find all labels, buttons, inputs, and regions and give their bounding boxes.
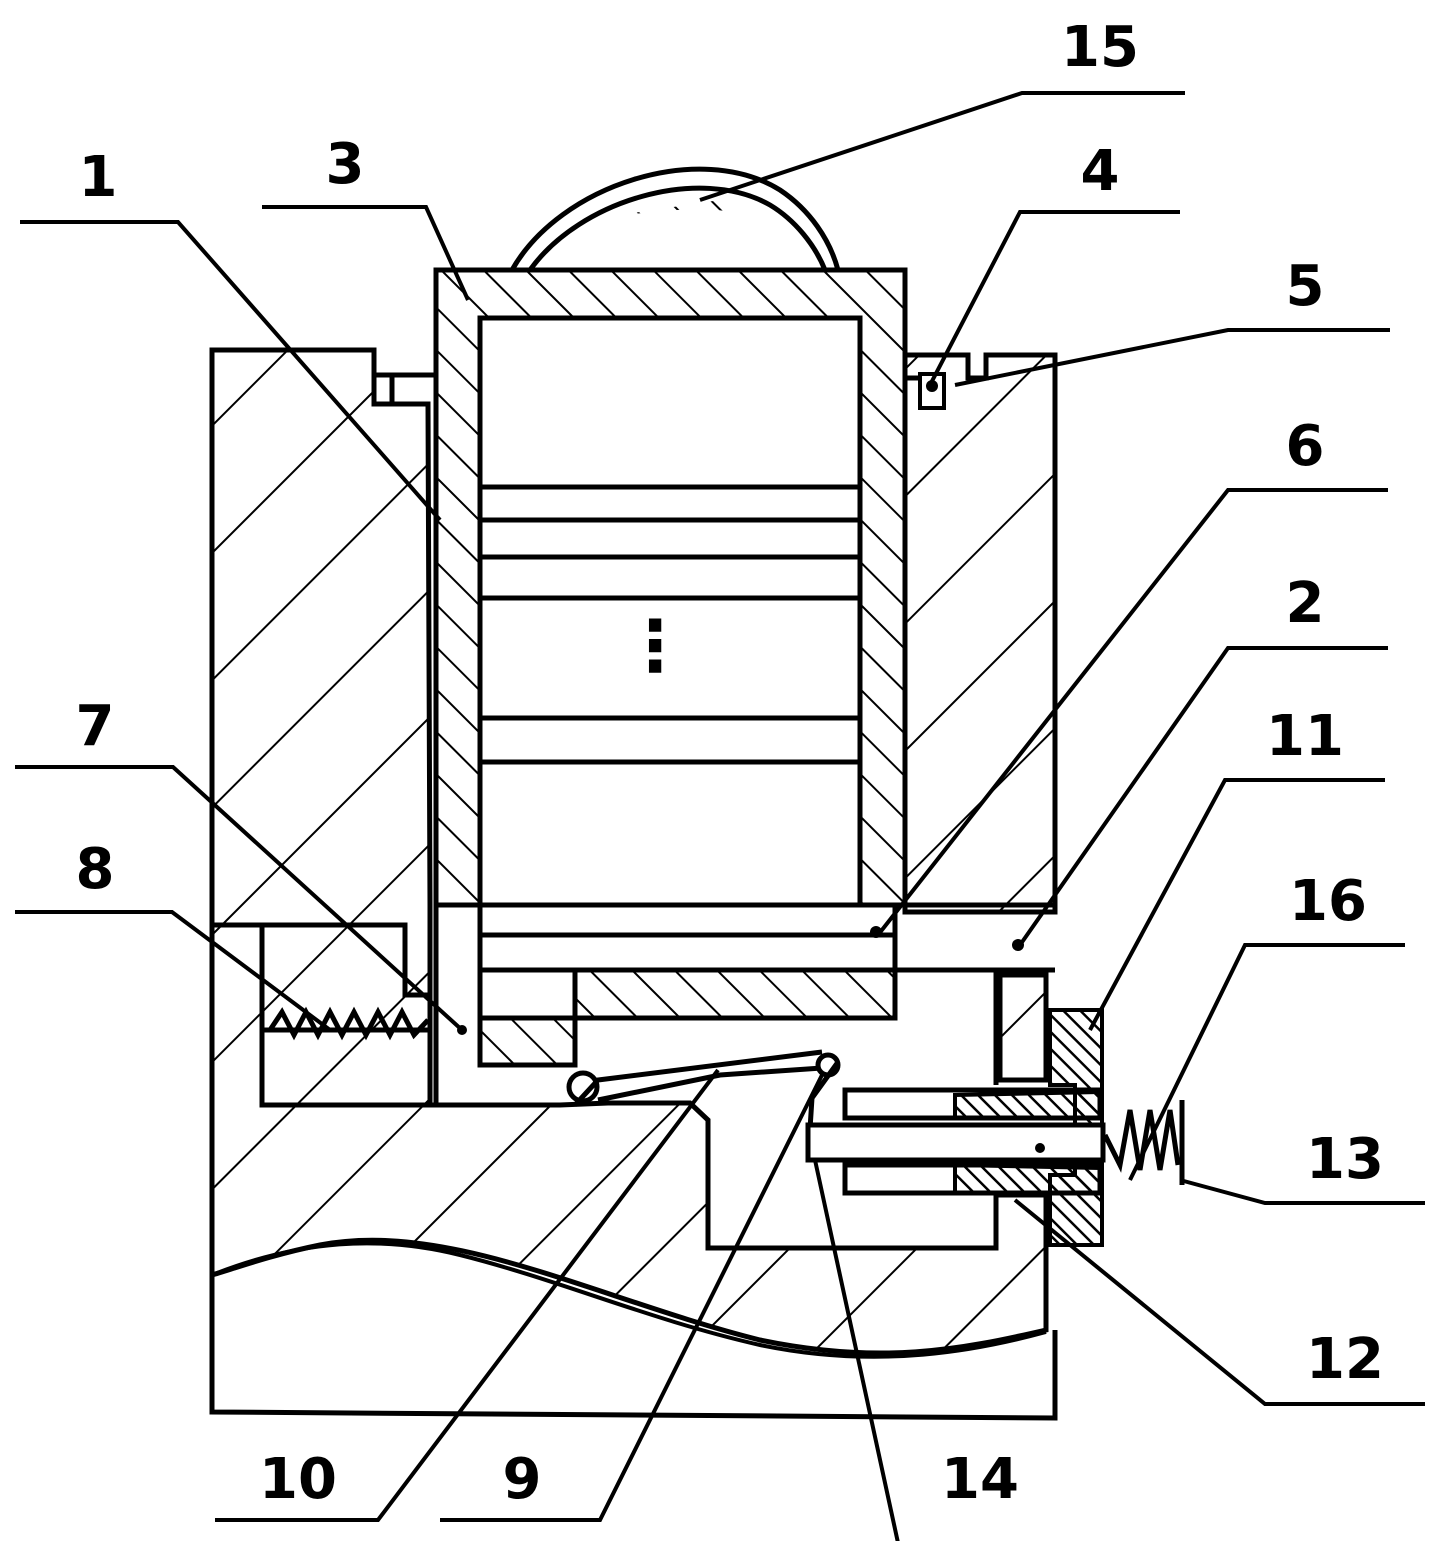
- label-1: 1: [79, 145, 118, 210]
- label-9: 9: [503, 1447, 542, 1512]
- label-11: 11: [1266, 704, 1344, 769]
- label-6: 6: [1286, 414, 1325, 479]
- label-15: 15: [1061, 15, 1139, 80]
- label-8: 8: [76, 837, 115, 902]
- label-3: 3: [326, 132, 365, 197]
- label-13: 13: [1306, 1127, 1384, 1192]
- label-4: 4: [1081, 139, 1120, 204]
- pin-part-14: [808, 1125, 1103, 1160]
- label-5: 5: [1286, 254, 1325, 319]
- label-7: 7: [76, 694, 115, 759]
- label-2: 2: [1286, 571, 1325, 636]
- cell-stack: ⋮: [480, 318, 860, 908]
- dome-cap-part-15: [512, 169, 838, 270]
- label-14: 14: [941, 1447, 1019, 1512]
- label-10: 10: [259, 1447, 337, 1512]
- label-12: 12: [1306, 1327, 1384, 1392]
- center-dots: ⋮: [620, 605, 690, 687]
- label-16: 16: [1289, 869, 1367, 934]
